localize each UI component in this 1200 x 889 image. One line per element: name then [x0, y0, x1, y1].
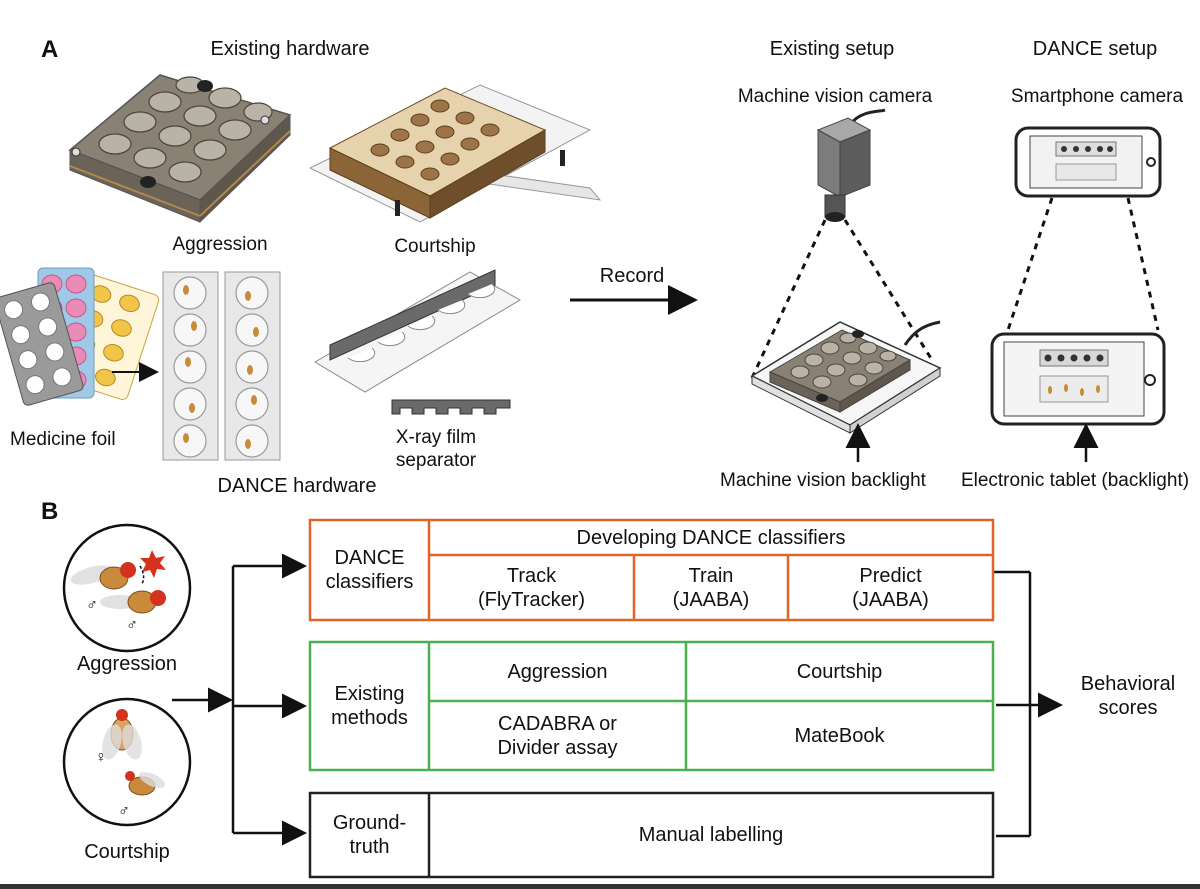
electronic-tablet-illustration — [990, 332, 1166, 426]
courtship-flies-illustration — [62, 697, 192, 827]
behavioral-scores-output: Behavioral scores — [1080, 673, 1176, 719]
xray-separator-illustration — [314, 269, 522, 415]
smartphone-camera-label: Smartphone camera — [1010, 86, 1184, 107]
male-symbol-3: ♂ — [118, 803, 130, 820]
smartphone-illustration — [1014, 126, 1162, 198]
existing-methods-row-label: Existing methods — [331, 683, 408, 729]
male-symbol-1: ♂ — [86, 597, 98, 614]
machine-vision-backlight-label: Machine vision backlight — [720, 470, 926, 491]
courtship-chamber-label: Courtship — [394, 236, 476, 257]
medicine-foil-illustration — [0, 267, 160, 406]
developing-dance-classifiers-header: Developing DANCE classifiers — [576, 526, 846, 549]
aggression-behavior-label: Aggression — [76, 653, 178, 675]
ground-truth-box — [308, 791, 995, 879]
courtship-behavior-label: Courtship — [84, 841, 170, 863]
courtship-chamber-illustration — [308, 84, 602, 223]
flow-connectors — [172, 553, 1063, 846]
existing-methods-box — [308, 640, 995, 772]
matebook-cell: MateBook — [794, 724, 885, 747]
predict-jaaba-cell: Predict (JAABA) — [852, 564, 929, 611]
cadabra-divider-assay-cell: CADABRA or Divider assay — [497, 712, 618, 759]
ground-truth-row-label: Ground- truth — [332, 812, 407, 858]
panel-a-letter: A — [41, 36, 59, 63]
dance-hardware-label: DANCE hardware — [217, 475, 377, 497]
bottom-border — [0, 884, 1200, 889]
aggression-flies-illustration — [62, 523, 192, 653]
existing-hardware-title: Existing hardware — [210, 38, 370, 60]
male-symbol-2: ♂ — [126, 617, 138, 634]
manual-labelling-cell: Manual labelling — [638, 824, 784, 846]
aggression-chamber-label: Aggression — [172, 234, 268, 255]
dance-chamber-illustration — [162, 271, 281, 461]
medicine-foil-label: Medicine foil — [10, 429, 116, 450]
train-jaaba-cell: Train (JAABA) — [672, 564, 750, 611]
electronic-tablet-label: Electronic tablet (backlight) — [960, 470, 1190, 491]
machine-vision-backlight-illustration — [750, 320, 942, 434]
machine-vision-camera-illustration — [816, 108, 886, 222]
existing-courtship-header: Courtship — [796, 660, 883, 683]
record-label: Record — [599, 265, 665, 287]
xray-separator-label-line2: separator — [395, 450, 477, 471]
panel-b-letter: B — [41, 498, 59, 525]
dance-classifiers-box — [308, 518, 995, 622]
dance-classifiers-row-label: DANCE classifiers — [325, 547, 414, 593]
existing-setup-title: Existing setup — [769, 38, 895, 60]
track-flytracker-cell: Track (FlyTracker) — [477, 564, 586, 611]
xray-separator-label-line1: X-ray film — [395, 427, 477, 448]
dance-setup-title: DANCE setup — [1032, 38, 1158, 60]
existing-aggression-header: Aggression — [507, 660, 608, 683]
female-symbol: ♀ — [95, 749, 107, 766]
machine-vision-camera-label: Machine vision camera — [737, 86, 933, 107]
aggression-chamber-illustration — [68, 74, 292, 224]
